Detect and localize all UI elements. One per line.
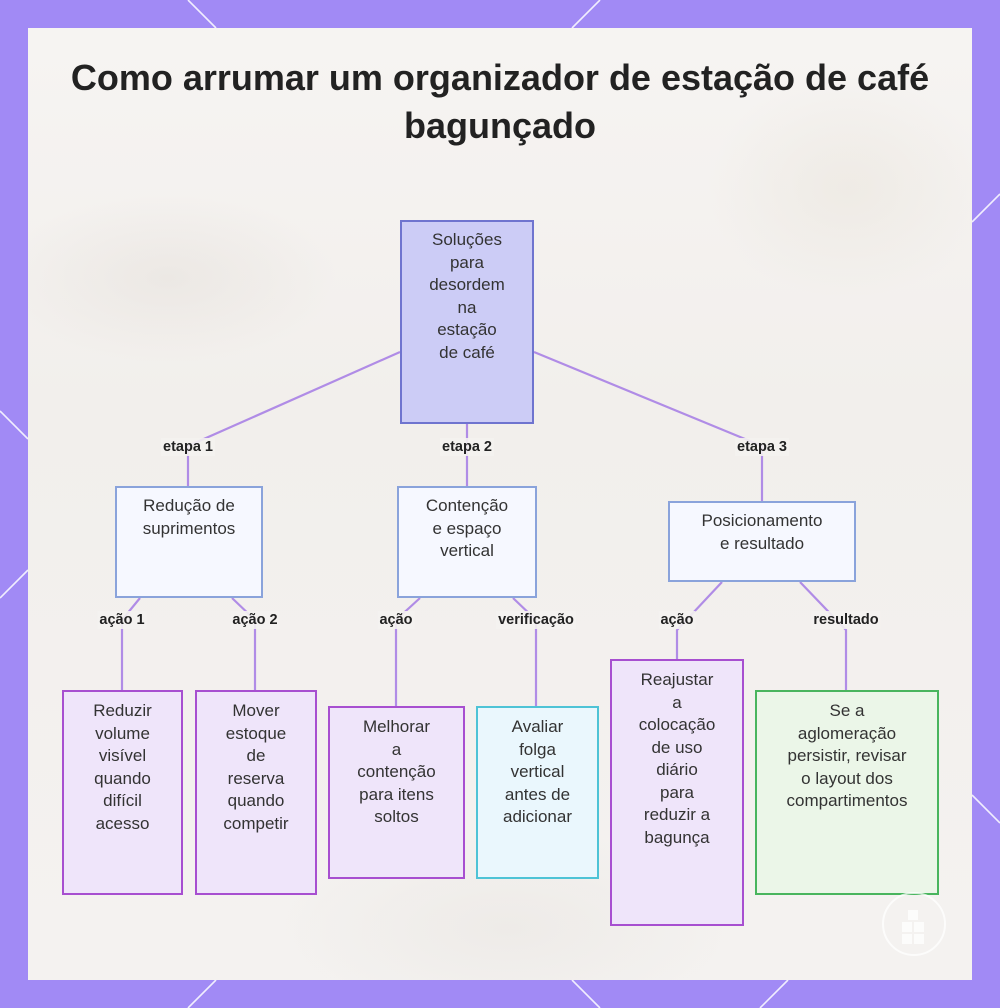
edge-etapa-2-label: etapa 2 — [440, 438, 494, 456]
edge-etapa-3 — [533, 350, 764, 501]
edge-branch3-child2 — [799, 581, 848, 690]
edge-branch2-child1-label: ação — [377, 611, 415, 629]
edge-etapa-3-label: etapa 3 — [735, 438, 789, 456]
edge-branch1-child1-label: ação 1 — [97, 611, 147, 629]
edge-branch3-child1 — [675, 581, 723, 659]
edge-etapa-1 — [186, 350, 401, 486]
edge-branch3-child1-label: ação — [658, 611, 696, 629]
edge-etapa-1-label: etapa 1 — [161, 438, 215, 456]
watermark-logo — [882, 892, 946, 956]
edge-branch2-child2-label: verificação — [496, 611, 576, 629]
edge-branch3-child2-label: resultado — [811, 611, 881, 629]
page-title: Como arrumar um organizador de estação d… — [70, 57, 930, 146]
edge-branch1-child2-label: ação 2 — [230, 611, 280, 629]
